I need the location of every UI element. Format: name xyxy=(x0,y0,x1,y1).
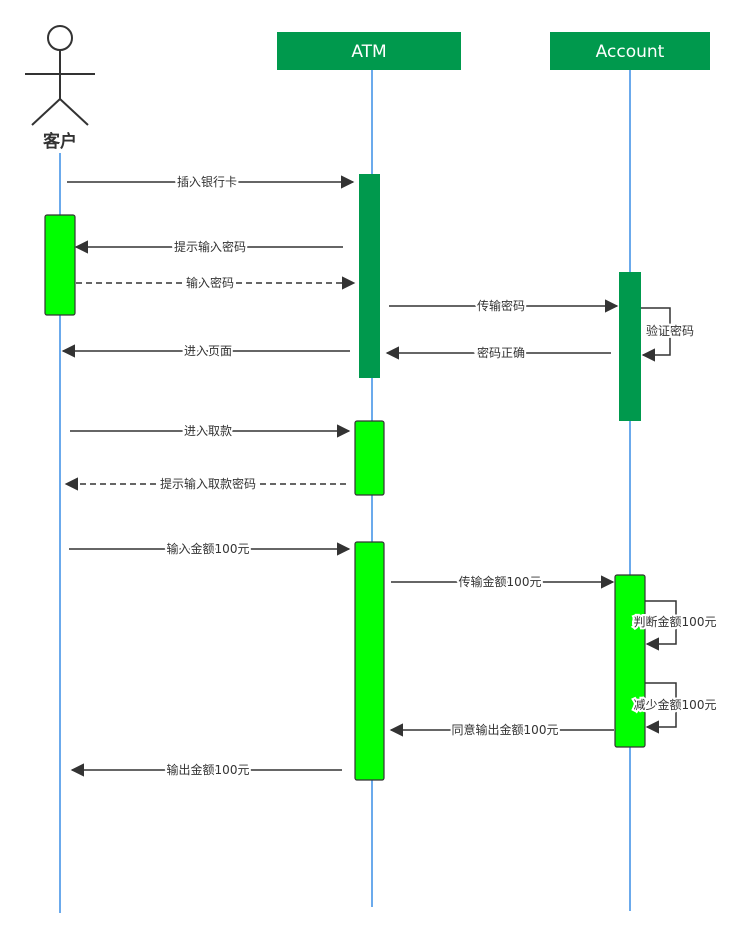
activation-atm-1 xyxy=(359,174,380,378)
message-password-correct: 密码正确 xyxy=(385,343,611,362)
message-reduce-amount: 减少金额100元 xyxy=(632,682,718,734)
message-label: 密码正确 xyxy=(477,345,525,360)
message-prompt-withdraw-password: 提示输入取款密码 xyxy=(64,474,346,493)
message-enter-password: 输入密码 xyxy=(76,273,356,292)
activation-account-2 xyxy=(614,574,646,748)
message-enter-page: 进入页面 xyxy=(61,342,350,360)
message-label: 进入页面 xyxy=(184,344,232,358)
participant-account: Account xyxy=(550,32,710,70)
self-message-arrow xyxy=(645,682,677,734)
participant-atm: ATM xyxy=(277,32,461,70)
activation-atm-3 xyxy=(354,541,385,781)
message-label: 减少金额100元 xyxy=(634,697,717,712)
message-verify-password: 验证密码 xyxy=(641,307,696,362)
message-label: 同意输出金额100元 xyxy=(452,722,559,737)
activation-account-1 xyxy=(619,272,641,421)
self-message-arrow xyxy=(641,307,671,362)
message-check-amount: 判断金额100元 xyxy=(632,600,718,651)
message-output-amount: 输出金额100元 xyxy=(70,760,342,779)
message-send-password: 传输密码 xyxy=(389,296,619,315)
message-label: 输入金额100元 xyxy=(167,541,250,556)
message-send-amount: 传输金额100元 xyxy=(391,572,615,591)
message-label: 传输密码 xyxy=(477,298,525,313)
actor-label: 客户 xyxy=(42,131,77,152)
message-label: 输入密码 xyxy=(186,275,234,290)
message-label: 提示输入密码 xyxy=(174,239,246,254)
participant-atm-label: ATM xyxy=(351,42,386,62)
message-label: 提示输入取款密码 xyxy=(160,476,256,491)
message-approve-output: 同意输出金额100元 xyxy=(389,720,614,739)
activation-actor xyxy=(44,214,76,316)
message-enter-withdraw: 进入取款 xyxy=(70,422,351,440)
activation-atm-2 xyxy=(354,420,385,496)
participant-account-header xyxy=(550,32,710,70)
participant-account-label: Account xyxy=(596,42,665,62)
message-enter-amount: 输入金额100元 xyxy=(69,539,351,558)
message-label: 输出金额100元 xyxy=(167,762,250,777)
message-label: 插入银行卡 xyxy=(177,175,237,189)
self-message-arrow xyxy=(645,600,677,651)
message-label: 判断金额100元 xyxy=(634,614,717,629)
message-label: 进入取款 xyxy=(184,424,232,438)
message-insert-card: 插入银行卡 xyxy=(67,173,355,191)
message-prompt-password: 提示输入密码 xyxy=(74,237,343,256)
participant-atm-header xyxy=(277,32,461,70)
stick-figure-icon xyxy=(25,25,95,126)
message-label: 验证密码 xyxy=(646,323,694,338)
message-label: 传输金额100元 xyxy=(459,574,542,589)
